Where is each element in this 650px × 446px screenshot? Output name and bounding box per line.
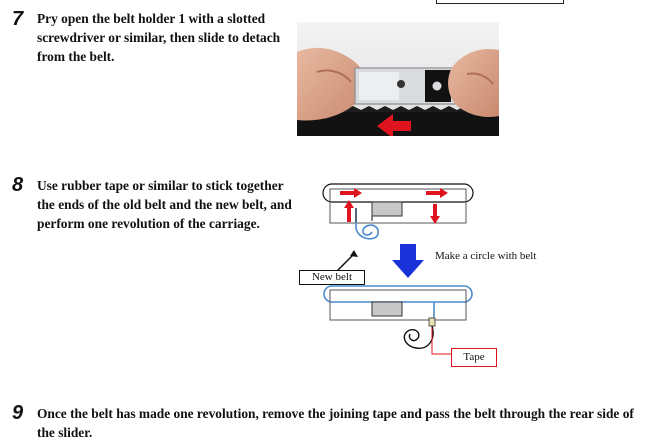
step-9-text: Once the belt has made one revolution, r… (37, 406, 634, 440)
down-arrow-icon (392, 244, 424, 278)
red-arrow-icon (340, 188, 448, 224)
step-8-text: Use rubber tape or similar to stick toge… (37, 178, 292, 231)
step-7-number: 7 (12, 8, 24, 30)
belt-revolution-diagram (322, 183, 474, 355)
step-7-text: Pry open the belt holder 1 with a slotte… (37, 11, 281, 64)
tape-label: Tape (451, 348, 497, 367)
make-circle-label: Make a circle with belt (435, 250, 537, 262)
new-belt-label: New belt (299, 270, 365, 285)
step-9-number: 9 (12, 402, 24, 424)
step-8-number: 8 (12, 174, 24, 196)
belt-holder-photo (297, 22, 499, 136)
top-frame-fragment (436, 0, 564, 4)
